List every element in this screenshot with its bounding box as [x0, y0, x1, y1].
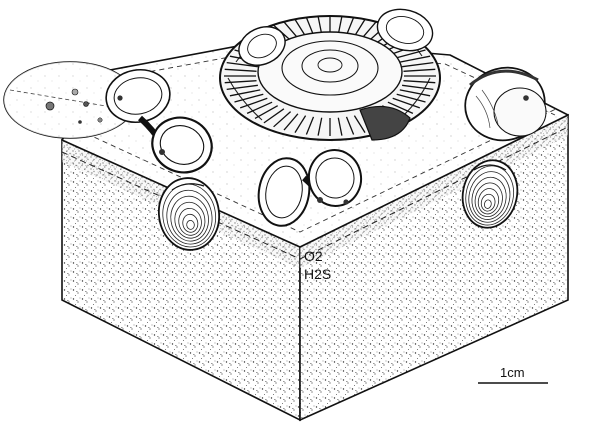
oxygen-label: O2	[304, 248, 323, 264]
ammonite	[220, 3, 440, 140]
grain-6	[78, 120, 82, 124]
scale-bar-label: 1cm	[500, 365, 525, 380]
grain-3	[84, 102, 89, 107]
scale-bar: 1cm	[478, 365, 548, 383]
grain-4	[98, 118, 102, 122]
grain-2	[72, 89, 78, 95]
grain-1	[46, 102, 54, 110]
sulfide-label: H2S	[304, 266, 331, 282]
